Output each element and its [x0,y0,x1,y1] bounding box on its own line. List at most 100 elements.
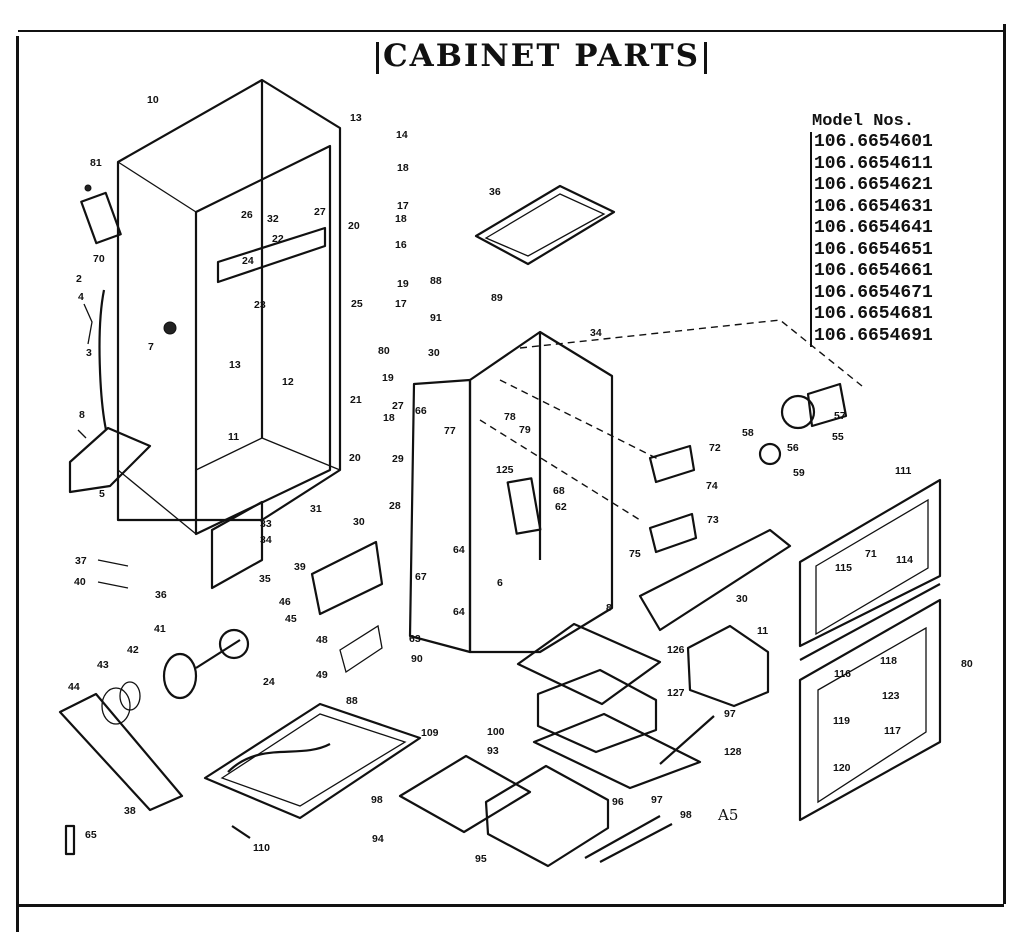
callout-label: 25 [351,298,363,310]
crisper-drawers [64,622,770,868]
callout-label: 4 [78,291,84,303]
callout-label: 77 [444,425,456,437]
callout-label: 97 [651,794,663,806]
top-shelf [474,184,616,266]
callout-label: 68 [553,485,565,497]
callout-label: 118 [880,655,897,667]
callout-label: 16 [395,239,407,251]
model-number: 106.6654671 [810,282,933,304]
callout-label: 12 [282,376,294,388]
callout-label: 98 [371,794,383,806]
callout-label: 119 [833,715,850,727]
callout-label: 80 [961,658,973,670]
callout-label: 35 [259,573,271,585]
callout-label: 17 [397,200,409,212]
callout-label: 80 [378,345,390,357]
callout-label: 64 [453,606,465,618]
callout-label: 59 [793,467,805,479]
callout-label: 120 [833,762,851,774]
callout-label: 36 [155,589,167,601]
callout-label: 28 [389,500,401,512]
callout-label: 78 [504,411,516,423]
callout-label: 22 [272,233,284,245]
callout-label: 24 [242,255,254,267]
callout-label: 95 [475,853,487,865]
model-list-header: Model Nos. [812,112,915,131]
callout-label: 44 [68,681,80,693]
callout-label: 93 [487,745,499,757]
model-number: 106.6654651 [810,239,933,261]
control-parts [638,382,848,632]
bottom-pan [203,702,422,820]
callout-label: 38 [124,805,136,817]
callout-label: 34 [260,534,272,546]
callout-label: 91 [430,312,442,324]
callout-label: 66 [415,405,427,417]
callout-label: 64 [453,544,465,556]
callout-label: 88 [346,695,358,707]
callout-label: 19 [397,278,409,290]
callout-label: 6 [497,577,503,589]
frame-left-border [16,36,19,932]
callout-label: 10 [147,94,159,106]
callout-label: 43 [97,659,109,671]
callout-label: 88 [430,275,442,287]
callout-label: 21 [350,394,362,406]
callout-label: 67 [415,571,427,583]
callout-label: 13 [229,359,241,371]
callout-label: 41 [154,623,166,635]
title-bar-right [704,41,708,74]
callout-label: 70 [93,253,105,265]
sheet-code: A5 [718,806,739,824]
callout-label: 114 [896,554,913,566]
callout-label: 63 [409,633,421,645]
callout-label: 123 [882,690,900,702]
callout-label: 32 [267,213,279,225]
callout-label: 62 [555,501,567,513]
callout-label: 26 [241,209,253,221]
callout-label: 117 [884,725,901,737]
model-number: 106.6654691 [810,325,933,347]
model-number: 106.6654601 [810,132,933,154]
model-number: 106.6654631 [810,196,933,218]
page-title: CABINET PARTS [372,38,711,74]
callout-label: 3 [86,347,92,359]
callout-label: 29 [392,453,404,465]
callout-label: 115 [835,562,852,574]
callout-label: 45 [285,613,297,625]
callout-label: 39 [294,561,306,573]
callout-label: 73 [707,514,719,526]
left-side-parts [68,184,177,494]
callout-label: 5 [99,488,105,500]
callout-label: 89 [491,292,503,304]
frame-top-border [18,30,1004,32]
callout-label: 96 [612,796,624,808]
callout-label: 19 [382,372,394,384]
callout-label: 14 [396,129,408,141]
model-number: 106.6654681 [810,304,933,326]
model-number: 106.6654661 [810,261,933,283]
callout-label: 71 [865,548,877,560]
model-number: 106.6654641 [810,218,933,240]
callout-label: 11 [757,625,768,637]
callout-label: 79 [519,424,531,436]
frame-bottom-border [19,904,1004,907]
callout-label: 27 [314,206,326,218]
callout-label: 20 [348,220,360,232]
callout-label: 56 [787,442,799,454]
callout-label: 111 [895,465,912,477]
freezer-liner [408,319,863,654]
callout-label: 7 [148,341,154,353]
title-bar-left [376,41,379,74]
model-number-list: Model Nos. 106.6654601 106.6654611 106.6… [810,112,933,347]
callout-label: 24 [263,676,275,688]
callout-label: 97 [724,708,736,720]
callout-label: 81 [90,157,102,169]
callout-label: 75 [629,548,641,560]
callout-label: 65 [85,829,97,841]
model-number: 106.6654621 [810,175,933,197]
callout-label: 23 [254,299,266,311]
frame-right-border [1003,24,1006,904]
